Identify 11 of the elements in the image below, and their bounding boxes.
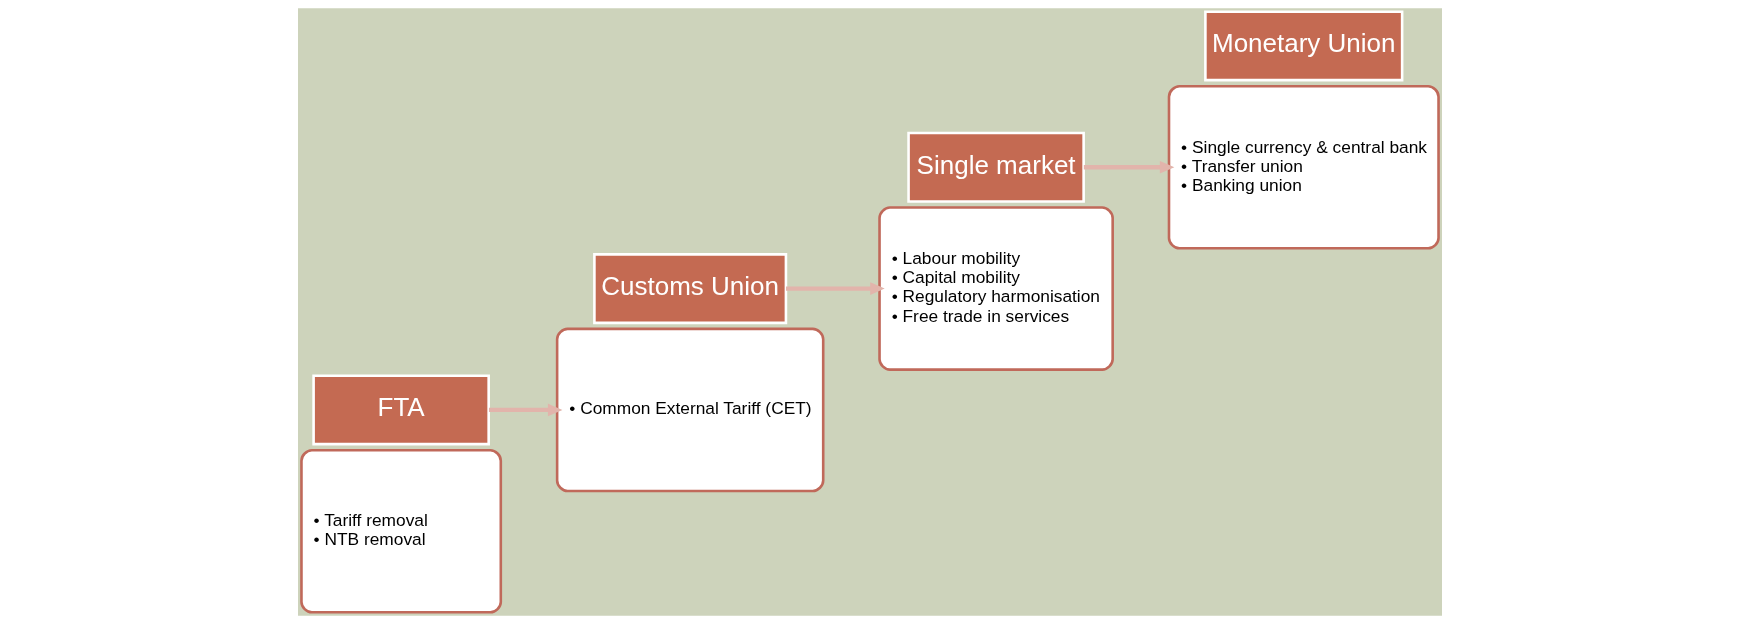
node-box: • Labour mobility • Capital mobility • Regulatory harmonisation • Free trade in services: [878, 206, 1114, 371]
arrow: [489, 403, 563, 417]
node-box: Single market: [907, 131, 1085, 203]
node-box: Monetary Union: [1204, 10, 1404, 82]
arrow: [786, 282, 885, 295]
node-box: Customs Union: [593, 253, 788, 325]
arrow: [1083, 160, 1175, 174]
node-box: • Single currency & central bank • Transfer union • Banking union: [1167, 84, 1440, 250]
node-box: FTA: [312, 374, 490, 446]
node-box: • Tariff removal • NTB removal: [300, 448, 503, 614]
node-box: • Common External Tariff (CET): [555, 327, 825, 493]
